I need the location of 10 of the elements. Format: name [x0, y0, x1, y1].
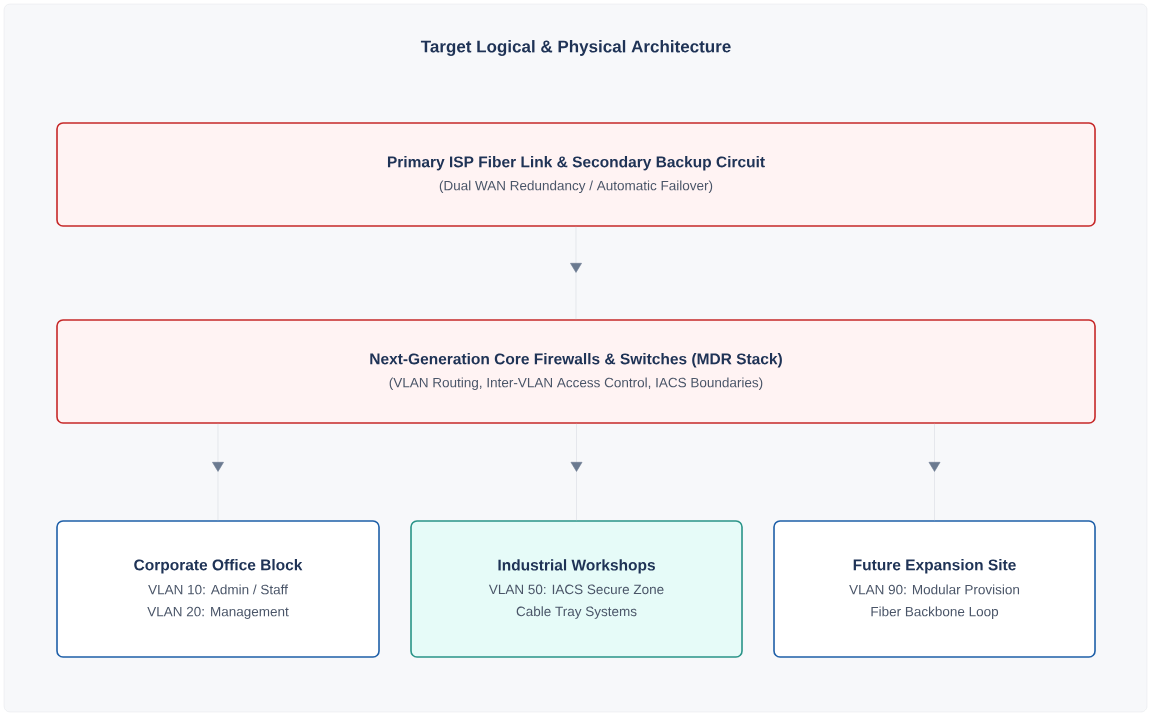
- arrow: [570, 226, 582, 320]
- arrow: [928, 423, 941, 521]
- network-box: Corporate Office Block VLAN 10: Admin / Staff VLAN 20: Management: [56, 520, 380, 658]
- arrow: [212, 423, 224, 521]
- title: Target Logical & Physical Architecture: [420, 40, 731, 56]
- arrow: [570, 423, 583, 521]
- network-box: Next-Generation Core Firewalls & Switches (MDR Stack) (VLAN Routing, Inter-VLAN Access Control, IACS Boundaries): [56, 319, 1096, 424]
- network-box: Primary ISP Fiber Link & Secondary Backup Circuit (Dual WAN Redundancy / Automatic Failover): [56, 122, 1096, 227]
- network-box: Future Expansion Site VLAN 90: Modular Provision Fiber Backbone Loop: [773, 520, 1096, 658]
- network-box: Industrial Workshops VLAN 50: IACS Secure Zone Cable Tray Systems: [410, 520, 743, 658]
